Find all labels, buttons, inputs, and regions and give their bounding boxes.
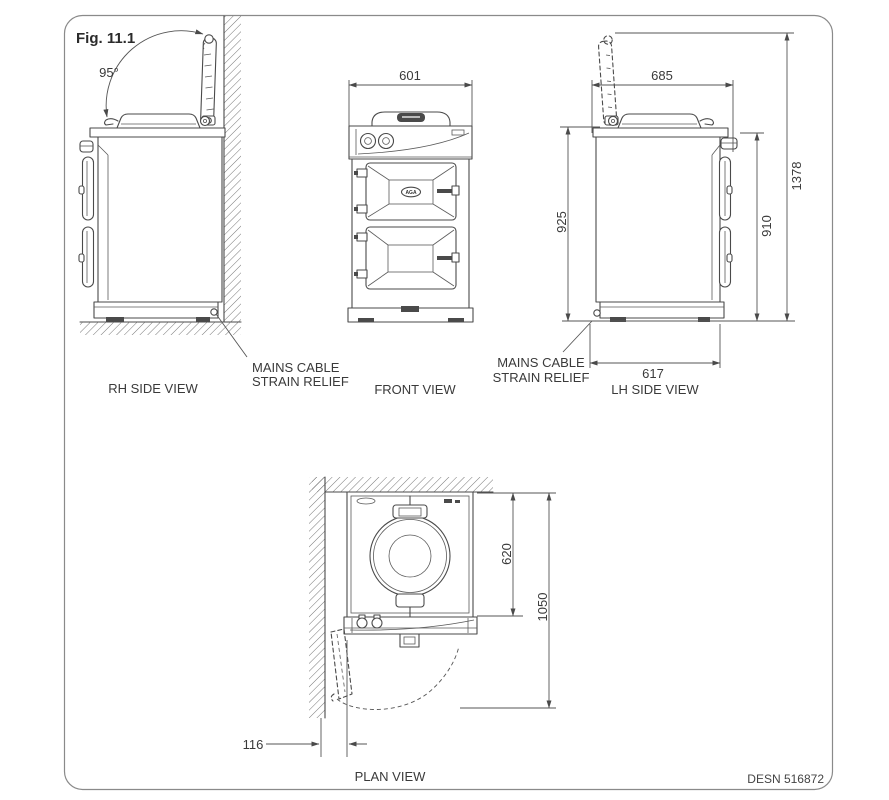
plan-lid-circle [369,515,451,597]
lh-strain-relief [593,309,601,317]
plan-wall-hatch-left [309,477,325,718]
figure-border [63,14,834,791]
dim-depth-685: 685 [591,68,734,152]
dim-height-1378: 1378 [615,32,804,322]
rh-side-view: 95° [78,15,349,396]
lh-closed-lid [607,113,715,129]
rh-strain-note-line1: MAINS CABLE [252,360,340,375]
plan-view: 620 1050 116 PLAN VIEW [243,476,556,784]
dim-base-617-label: 617 [642,366,664,381]
front-plinth [347,306,474,323]
dim-height-925-label: 925 [554,211,569,233]
design-ref: DESN 516872 [747,772,824,786]
control-knob-2[interactable] [377,132,395,150]
dim-height-1378-label: 1378 [789,162,804,191]
dim-width-601-label: 601 [399,68,421,83]
lower-door-handle[interactable] [437,256,455,260]
front-top-plate [348,125,473,160]
rh-view-label: RH SIDE VIEW [108,381,198,396]
aga-badge-text: AGA [405,190,417,196]
dim-height-910-label: 910 [759,215,774,237]
dim-height-925: 925 [554,126,600,322]
lid-swing-arc [103,29,204,118]
lh-strain-leader [562,320,593,353]
lh-strain-note-line1: MAINS CABLE [497,355,585,370]
lh-open-lid [598,35,619,126]
wall-hatch [224,16,241,322]
lh-side-view: 685 [493,32,804,397]
dim-depth-685-label: 685 [651,68,673,83]
upper-oven-door[interactable]: AGA [354,162,460,221]
rh-strain-note-line2: STRAIN RELIEF [252,374,349,389]
dim-base-617: 617 [589,324,721,381]
plan-cooker [343,491,478,648]
plan-open-door [330,628,460,710]
lower-oven-door[interactable] [354,226,460,290]
rh-closed-lid [103,113,211,129]
dim-gap-116: 116 [243,640,367,757]
figure-title: Fig. 11.1 [76,30,135,47]
dim-depth-620: 620 [477,492,556,617]
dim-height-910: 910 [740,132,774,322]
floor-hatch [80,322,241,335]
rh-strain-relief [210,308,218,316]
lid-angle-label: 95° [99,65,119,80]
rh-cooker-body [78,127,226,322]
aga-badge [400,186,422,198]
dim-gap-116-label: 116 [243,737,264,752]
plan-wall-hatch-top [312,477,493,492]
dim-depth-1050: 1050 [460,492,556,709]
lh-view-label: LH SIDE VIEW [611,382,699,397]
upper-door-handle[interactable] [437,189,455,193]
rh-strain-leader [215,313,248,358]
front-view: 601 [347,68,474,397]
front-view-label: FRONT VIEW [374,382,456,397]
lh-strain-note-line2: STRAIN RELIEF [493,370,590,385]
rh-open-lid [200,34,217,126]
dim-depth-620-label: 620 [499,543,514,565]
control-knob-1[interactable] [359,132,377,150]
dim-width-601: 601 [348,68,473,126]
door-swing-arc [336,645,460,710]
lh-cooker-body [592,127,738,322]
front-lid [371,111,451,127]
plan-view-label: PLAN VIEW [355,769,427,784]
dim-depth-1050-label: 1050 [535,593,550,622]
